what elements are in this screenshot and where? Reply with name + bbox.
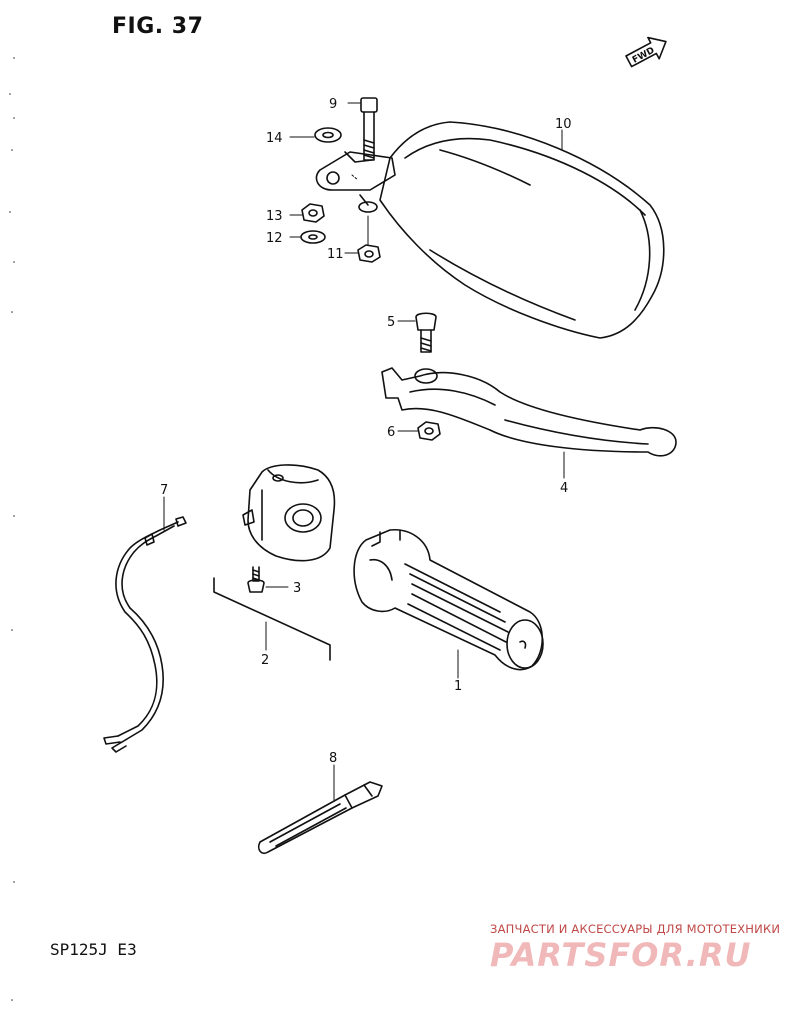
part-nut-13: [301, 203, 325, 223]
part-brake-lever: [381, 367, 677, 457]
callout-5: 5: [387, 315, 395, 330]
callout-6: 6: [387, 425, 395, 440]
part-washer-14: [314, 127, 342, 143]
callout-2: 2: [261, 653, 269, 668]
callout-13: 13: [266, 209, 283, 224]
part-hand-guard: [315, 121, 665, 339]
part-cable-tie: [257, 781, 383, 855]
part-bolt-5: [415, 312, 437, 353]
part-washer-12: [300, 230, 326, 244]
part-bolt-9: [360, 97, 378, 161]
part-switch-housing: [242, 464, 336, 562]
callout-9: 9: [329, 97, 337, 112]
watermark-tagline: ЗАПЧАСТИ И АКСЕССУАРЫ ДЛЯ МОТОТЕХНИКИ: [490, 922, 781, 936]
part-switch-wire: [103, 516, 187, 753]
callout-14: 14: [266, 131, 283, 146]
callout-1: 1: [454, 679, 462, 694]
fwd-arrow-icon: FWD: [625, 36, 667, 68]
part-grip: [353, 529, 544, 671]
callout-11: 11: [327, 247, 344, 262]
callout-7: 7: [160, 483, 168, 498]
part-nut-6: [417, 421, 441, 441]
part-nut-11: [357, 244, 381, 263]
part-screw-3: [247, 566, 265, 593]
model-label: SP125J E3: [50, 940, 137, 959]
callout-10: 10: [555, 117, 572, 132]
callout-12: 12: [266, 231, 283, 246]
callout-3: 3: [293, 581, 301, 596]
figure-title: FIG. 37: [112, 14, 204, 39]
callout-4: 4: [560, 481, 568, 496]
watermark-brand: PARTSFOR.RU: [490, 936, 752, 974]
callout-8: 8: [329, 751, 337, 766]
